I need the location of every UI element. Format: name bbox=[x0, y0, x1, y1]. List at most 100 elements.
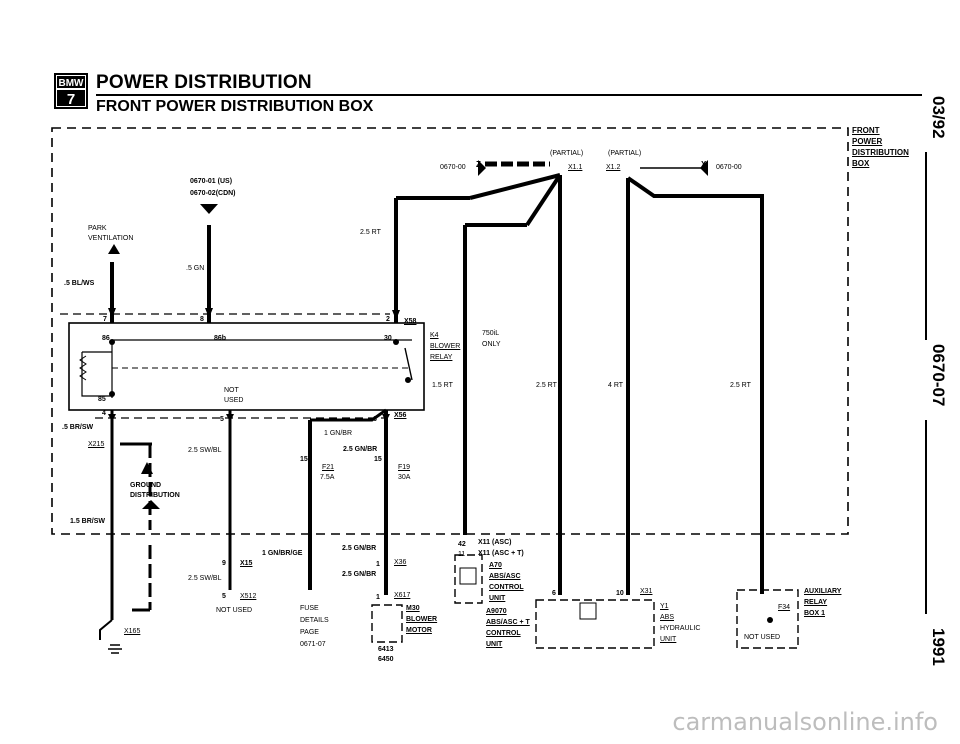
conn-x512: X512 bbox=[240, 593, 257, 600]
a70-label: A70 bbox=[489, 562, 502, 569]
wire-4rt: 4 RT bbox=[608, 382, 624, 389]
margin-rule-1 bbox=[925, 152, 927, 340]
conn-x12: X1.2 bbox=[606, 164, 621, 171]
k4-label: K4 bbox=[430, 332, 439, 339]
a70-control: CONTROL bbox=[489, 584, 524, 591]
not-used-b: NOT USED bbox=[216, 607, 253, 614]
margin-rule-2 bbox=[925, 420, 927, 614]
pin-86: 86 bbox=[102, 335, 110, 342]
page-title: POWER DISTRIBUTION bbox=[96, 72, 312, 93]
ref-0670-00-x: 0670-00 bbox=[716, 164, 742, 171]
ref-x-marker: X bbox=[701, 160, 707, 169]
pin-4: 4 bbox=[102, 410, 106, 417]
pin-5: 5 bbox=[220, 416, 224, 423]
ref-us: 0670-01 (US) bbox=[190, 178, 233, 185]
ref-6450: 6450 bbox=[378, 656, 394, 663]
wire-25gnbr: 2.5 GN/BR bbox=[343, 446, 378, 453]
pin-8: 8 bbox=[200, 316, 204, 323]
ground-arrow bbox=[141, 462, 153, 474]
fuse-f19-amps: 30A bbox=[398, 474, 411, 481]
partial-1: (PARTIAL) bbox=[550, 150, 584, 157]
wire-5blws: .5 BL/WS bbox=[64, 280, 95, 287]
m30-motor: MOTOR bbox=[406, 627, 432, 634]
box-label-line-3: DISTRIBUTION bbox=[852, 148, 909, 157]
fuse-details-3: PAGE bbox=[300, 629, 319, 636]
x11-asct: X11 (ASC + T) bbox=[478, 550, 524, 557]
conn-x31: X31 bbox=[640, 588, 653, 595]
fuse-details-1: FUSE bbox=[300, 605, 319, 612]
pin-15a: 15 bbox=[300, 456, 308, 463]
fuse-f21-amps: 7.5A bbox=[320, 474, 335, 481]
wire-25swbl-b: 2.5 SW/BL bbox=[188, 575, 222, 582]
conn-x165: X165 bbox=[124, 628, 141, 635]
pin-7: 7 bbox=[103, 316, 107, 323]
ref-6413: 6413 bbox=[378, 646, 394, 653]
aux-relay-2: RELAY bbox=[804, 599, 828, 606]
fuse-f34: F34 bbox=[778, 604, 791, 611]
only-750il-2: ONLY bbox=[482, 341, 501, 348]
park-ventilation-2: VENTILATION bbox=[88, 235, 134, 242]
logo-series: 7 bbox=[67, 91, 75, 108]
blower-relay-2: RELAY bbox=[430, 354, 453, 361]
pin-10: 10 bbox=[616, 590, 624, 597]
pin-1b: 1 bbox=[376, 594, 380, 601]
a70-abs-asc: ABS/ASC bbox=[489, 573, 521, 580]
a70-unit: UNIT bbox=[489, 595, 506, 602]
pin-11: 11 bbox=[458, 551, 466, 558]
blower-relay-1: BLOWER bbox=[430, 343, 461, 350]
park-ventilation-1: PARK bbox=[88, 225, 107, 232]
y1-label: Y1 bbox=[660, 603, 669, 610]
pin-6b: 6 bbox=[552, 590, 556, 597]
pin-5b: 5 bbox=[222, 593, 226, 600]
blower-relay-box bbox=[68, 322, 425, 411]
conn-x11: X1.1 bbox=[568, 164, 583, 171]
pin-6: 6 bbox=[373, 416, 377, 423]
wire-15brsw: 1.5 BR/SW bbox=[70, 518, 106, 525]
pin-2: 2 bbox=[386, 316, 390, 323]
partial-2: (PARTIAL) bbox=[608, 150, 642, 157]
fuse-details-2: DETAILS bbox=[300, 617, 329, 624]
wire-25gnbr-c: 2.5 GN/BR bbox=[342, 571, 377, 578]
pin-1a: 1 bbox=[376, 561, 380, 568]
x11-asc: X11 (ASC) bbox=[478, 539, 512, 546]
conn-x215: X215 bbox=[88, 441, 105, 448]
ground-distribution-2: DISTRIBUTION bbox=[130, 492, 180, 499]
wire-25swbl: 2.5 SW/BL bbox=[188, 447, 222, 454]
pin-15b: 15 bbox=[374, 456, 382, 463]
wire-1gnbr: 1 GN/BR bbox=[324, 430, 353, 437]
fuse-details-4: 0671-07 bbox=[300, 641, 326, 648]
conn-x36: X36 bbox=[394, 559, 407, 566]
ref-z-marker: Z bbox=[476, 160, 481, 169]
conn-x56: X56 bbox=[394, 412, 407, 419]
ref-cdn: 0670-02(CDN) bbox=[190, 190, 236, 197]
pin-9: 9 bbox=[222, 560, 226, 567]
aux-relay-3: BOX 1 bbox=[804, 610, 826, 617]
wire-25rt-top: 2.5 RT bbox=[360, 229, 381, 236]
y1-abs: ABS bbox=[660, 614, 675, 621]
not-used-1: NOT bbox=[224, 387, 239, 394]
pin-42: 42 bbox=[458, 541, 466, 548]
conn-x617: X617 bbox=[394, 592, 411, 599]
y1-hydraulic: HYDRAULIC bbox=[660, 625, 701, 632]
distribution-box-border bbox=[51, 127, 849, 535]
wire-25rt-c: 2.5 RT bbox=[730, 382, 751, 389]
wire-15rt: 1.5 RT bbox=[432, 382, 453, 389]
not-used-2: USED bbox=[224, 397, 244, 404]
wire-1gnbrge: 1 GN/BR/GE bbox=[262, 550, 303, 557]
conn-x58: X58 bbox=[404, 318, 417, 325]
pin-85: 85 bbox=[98, 396, 106, 403]
wire-5gn: .5 GN bbox=[186, 265, 205, 272]
ref-0670-00-z: 0670-00 bbox=[440, 164, 466, 171]
box-label-line-4: BOX bbox=[852, 159, 870, 168]
m30-label: M30 bbox=[406, 605, 420, 612]
watermark: carmanualsonline.info bbox=[672, 708, 938, 736]
box-label-line-2: POWER bbox=[852, 137, 883, 146]
fuse-f19: F19 bbox=[398, 464, 411, 471]
only-750il-1: 750iL bbox=[482, 330, 500, 337]
a9070-label: A9070 bbox=[486, 608, 507, 615]
pin-86b: 86b bbox=[214, 335, 227, 342]
wire-25rt-b: 2.5 RT bbox=[536, 382, 557, 389]
page-subtitle: FRONT POWER DISTRIBUTION BOX bbox=[96, 98, 374, 115]
ground-distribution-1: GROUND bbox=[130, 482, 162, 489]
